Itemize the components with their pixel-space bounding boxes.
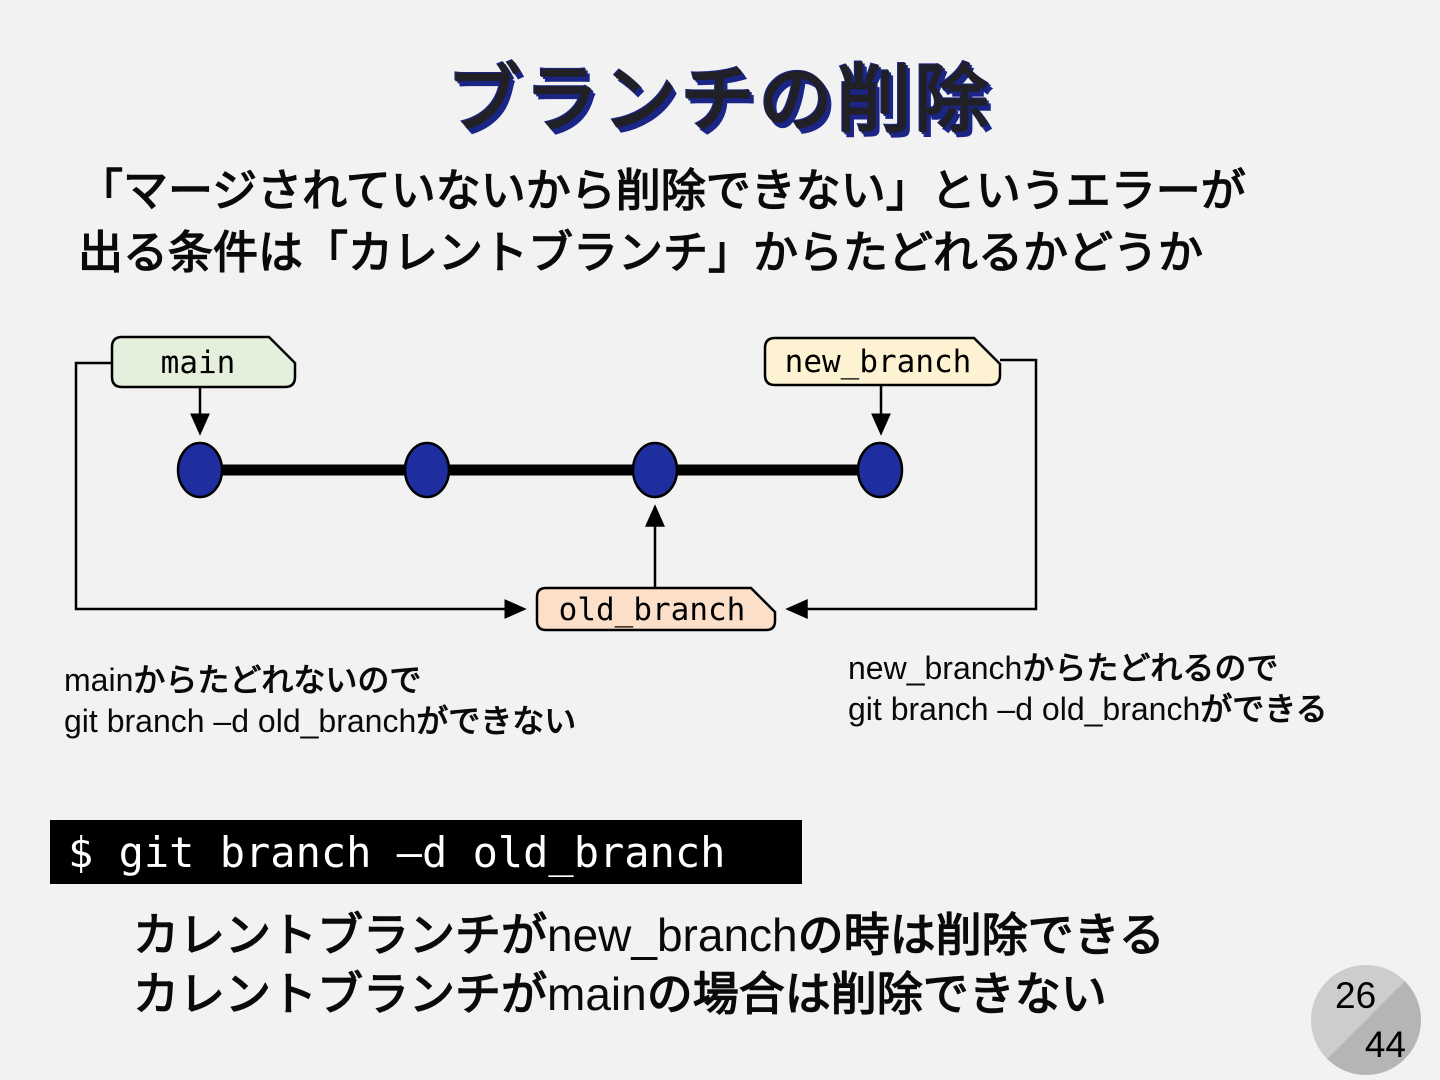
page-number-badge: 26 44 (1311, 965, 1421, 1075)
caption-line: git branch –d old_branchができない (64, 703, 577, 739)
page-title: ブランチの削除 (447, 58, 993, 141)
terminal-command-text: $ git branch –d old_branch (68, 827, 726, 877)
conclusion-text: カレントブランチがnew_branchの時は削除できる カレントブランチがmai… (133, 906, 1165, 1024)
subtitle-line-2: 出る条件は「カレントブランチ」からたどれるかどうか (78, 227, 1204, 278)
caption-new-branch-can-delete: new_branchからたどれるので git branch –d old_bra… (848, 648, 1328, 730)
commit-node (176, 441, 224, 499)
git-branch-diagram: main new_branch old_branch (74, 335, 1038, 632)
branch-tag-old-branch (535, 586, 777, 632)
caption-line: new_branchからたどれるので (848, 650, 1279, 686)
branch-tag-new-branch-label: new_branch (785, 344, 972, 380)
commit-node (403, 441, 451, 499)
commit-node (631, 441, 679, 499)
page-number-total: 44 (1364, 1024, 1406, 1065)
caption-line: git branch –d old_branchができる (848, 691, 1328, 727)
branch-tag-new-branch (763, 336, 1002, 387)
connector-main-to-old-branch (74, 361, 527, 619)
branch-tag-old-branch-label: old_branch (559, 592, 746, 628)
page-number-current: 26 (1335, 975, 1377, 1016)
conclusion-line-2: カレントブランチがmainの場合は削除できない (133, 968, 1107, 1020)
caption-line: mainからたどれないので (64, 662, 422, 698)
subtitle-line-1: 「マージされていないから削除できない」というエラーが (78, 165, 1246, 216)
slide-subtitle: 「マージされていないから削除できない」というエラーが 出る条件は「カレントブラン… (78, 160, 1418, 284)
terminal-command-block: $ git branch –d old_branch (50, 820, 802, 884)
conclusion-line-1: カレントブランチがnew_branchの時は削除できる (133, 909, 1165, 961)
branch-tag-main-label: main (161, 345, 236, 381)
branch-tag-main (110, 335, 297, 389)
caption-main-cannot-delete: mainからたどれないので git branch –d old_branchがで… (64, 660, 576, 742)
connector-new-branch-to-old-branch (785, 358, 1038, 619)
commit-node (856, 441, 904, 499)
